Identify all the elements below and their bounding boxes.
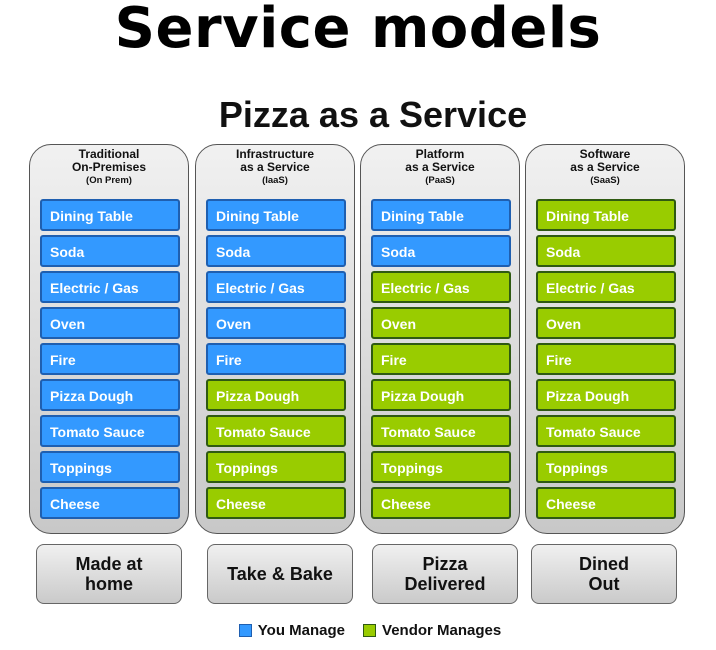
layer-vendor-manages: Oven [536, 307, 676, 339]
layer-you-manage: Dining Table [371, 199, 511, 231]
layer-vendor-manages: Tomato Sauce [206, 415, 346, 447]
column-heading-line2: as a Service [240, 160, 310, 174]
column-heading-abbr: (SaaS) [590, 175, 620, 186]
outcome-box-2: Pizza Delivered [372, 544, 518, 604]
column-heading-abbr: (IaaS) [262, 175, 288, 186]
column-heading-line1: Software [579, 147, 631, 161]
layer-you-manage: Oven [206, 307, 346, 339]
layer-you-manage: Cheese [40, 487, 180, 519]
layer-you-manage: Soda [206, 235, 346, 267]
layer-vendor-manages: Fire [536, 343, 676, 375]
layer-vendor-manages: Pizza Dough [371, 379, 511, 411]
diagram-subtitle: Pizza as a Service [218, 94, 528, 135]
layer-you-manage: Tomato Sauce [40, 415, 180, 447]
layer-vendor-manages: Toppings [206, 451, 346, 483]
layer-you-manage: Dining Table [206, 199, 346, 231]
layer-vendor-manages: Dining Table [536, 199, 676, 231]
layer-vendor-manages: Fire [371, 343, 511, 375]
legend-item-you-manage: You Manage [238, 622, 346, 639]
layer-vendor-manages: Cheese [371, 487, 511, 519]
layer-vendor-manages: Oven [371, 307, 511, 339]
legend-swatch-blue [238, 624, 252, 637]
layer-you-manage: Electric / Gas [206, 271, 346, 303]
outcome-label: Made at home [75, 554, 143, 594]
layer-you-manage: Oven [40, 307, 180, 339]
legend-label-you-manage: You Manage [257, 622, 346, 639]
layer-vendor-manages: Cheese [536, 487, 676, 519]
layer-you-manage: Soda [371, 235, 511, 267]
column-heading-abbr: (PaaS) [425, 175, 455, 186]
layer-you-manage: Pizza Dough [40, 379, 180, 411]
legend-label-vendor-manages: Vendor Manages [382, 622, 502, 639]
layer-you-manage: Toppings [40, 451, 180, 483]
legend-item-vendor-manages: Vendor Manages [363, 622, 501, 639]
outcome-box-1: Take & Bake [207, 544, 353, 604]
outcome-label: Pizza Delivered [404, 554, 486, 594]
legend: You Manage Vendor Manages [0, 622, 716, 639]
column-heading-abbr: (On Prem) [86, 175, 132, 186]
column-heading-line2: as a Service [405, 160, 475, 174]
column-heading-line2: as a Service [570, 160, 640, 174]
layer-you-manage: Soda [40, 235, 180, 267]
layer-you-manage: Electric / Gas [40, 271, 180, 303]
column-heading-line1: Platform [415, 147, 465, 161]
layer-vendor-manages: Soda [536, 235, 676, 267]
outcome-box-0: Made at home [36, 544, 182, 604]
outcome-label: Take & Bake [227, 564, 333, 584]
column-heading-line1: Infrastructure [235, 147, 315, 161]
layer-you-manage: Fire [40, 343, 180, 375]
column-heading-line2: On-Premises [71, 160, 147, 174]
outcome-label: Dined Out [578, 554, 629, 594]
legend-swatch-green [363, 624, 377, 637]
layer-you-manage: Fire [206, 343, 346, 375]
layer-vendor-manages: Toppings [371, 451, 511, 483]
layer-vendor-manages: Tomato Sauce [536, 415, 676, 447]
outcome-box-3: Dined Out [531, 544, 677, 604]
column-heading-line1: Traditional [78, 147, 140, 161]
main-title: Service models [114, 0, 602, 61]
layer-vendor-manages: Cheese [206, 487, 346, 519]
layer-vendor-manages: Pizza Dough [536, 379, 676, 411]
layer-vendor-manages: Electric / Gas [371, 271, 511, 303]
layer-vendor-manages: Pizza Dough [206, 379, 346, 411]
layer-vendor-manages: Electric / Gas [536, 271, 676, 303]
layer-vendor-manages: Toppings [536, 451, 676, 483]
layer-vendor-manages: Tomato Sauce [371, 415, 511, 447]
layer-you-manage: Dining Table [40, 199, 180, 231]
